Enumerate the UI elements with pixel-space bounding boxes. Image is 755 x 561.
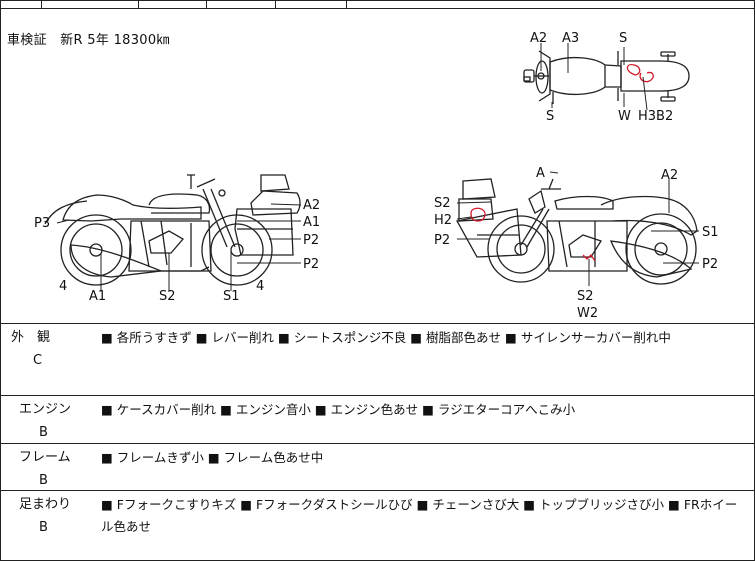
condition-notes: ■ フレームきず小 ■ フレーム色あせ中 — [101, 450, 324, 465]
label-top-a2: A2 — [530, 31, 547, 46]
label-left-a2: A2 — [303, 198, 320, 213]
header-row-stub — [1, 1, 754, 9]
condition-notes: ■ ケースカバー削れ ■ エンジン音小 ■ エンジン色あせ ■ ラジエターコアへ… — [101, 402, 576, 417]
label-left-a1-bottom: A1 — [89, 289, 106, 304]
top-view-damage-mark — [626, 63, 654, 83]
motorcycle-diagram: A2 A3 S S W H3B2 P3 A2 A1 P2 P2 4 A1 S2 … — [34, 31, 719, 321]
label-left-s2: S2 — [159, 289, 176, 304]
row-label-frame: フレーム B — [19, 446, 99, 492]
label-left-p2-upper: P2 — [303, 233, 319, 248]
damage-diagram-area: 車検証 新R 5年 18300㎞ — [1, 9, 754, 324]
label-left-s1: S1 — [223, 289, 240, 304]
label-top-s-upper: S — [619, 31, 627, 46]
label-top-w: W — [618, 109, 631, 124]
label-left-a1: A1 — [303, 215, 320, 230]
label-right-s2-bottom: S2 — [577, 289, 594, 304]
right-side-damage-marks — [470, 207, 596, 262]
label-right-a: A — [536, 166, 545, 181]
label-right-h2: H2 — [434, 213, 452, 228]
label-top-s-lower: S — [546, 109, 554, 124]
label-top-a3: A3 — [562, 31, 579, 46]
condition-row-engine: エンジン B ■ ケースカバー削れ ■ エンジン音小 ■ エンジン色あせ ■ ラ… — [1, 396, 754, 444]
category-name: フレーム — [19, 450, 71, 465]
label-left-p3: P3 — [34, 216, 50, 231]
row-label-engine: エンジン B — [19, 398, 99, 444]
condition-notes: ■ 各所うすきず ■ レバー削れ ■ シートスポンジ不良 ■ 樹脂部色あせ ■ … — [101, 330, 671, 345]
label-left-4-front: 4 — [59, 279, 67, 294]
left-side-leaders — [56, 203, 302, 291]
grade-value: C — [33, 353, 43, 368]
label-top-h3b2: H3B2 — [638, 109, 673, 124]
top-view-leaders — [540, 43, 648, 111]
category-name: エンジン — [19, 402, 72, 417]
condition-notes: ■ Fフォークこすりキズ ■ Fフォークダストシールひび ■ チェーンさび大 ■… — [101, 497, 738, 534]
grade-value: B — [39, 425, 48, 440]
grade-value: B — [39, 520, 48, 535]
label-right-s2: S2 — [434, 196, 451, 211]
row-label-suspension: 足まわり B — [19, 493, 99, 539]
condition-row-suspension: 足まわり B ■ Fフォークこすりキズ ■ Fフォークダストシールひび ■ チェ… — [1, 491, 754, 560]
label-right-a2: A2 — [661, 168, 678, 183]
category-name: 外 観 — [11, 330, 51, 345]
condition-row-frame: フレーム B ■ フレームきず小 ■ フレーム色あせ中 — [1, 444, 754, 491]
label-right-p2: P2 — [434, 233, 450, 248]
category-name: 足まわり — [19, 497, 72, 512]
grade-value: B — [39, 473, 48, 488]
label-right-s1: S1 — [702, 225, 719, 240]
label-left-4-rear: 4 — [256, 279, 264, 294]
right-side-leaders — [456, 171, 699, 286]
label-right-p2-rear: P2 — [702, 257, 718, 272]
condition-row-exterior: 外 観 C ■ 各所うすきず ■ レバー削れ ■ シートスポンジ不良 ■ 樹脂部… — [1, 324, 754, 396]
label-left-p2-lower: P2 — [303, 257, 319, 272]
top-view-motorcycle — [523, 50, 690, 104]
label-right-w2: W2 — [577, 306, 598, 321]
registration-info: 車検証 新R 5年 18300㎞ — [7, 33, 170, 48]
left-side-motorcycle — [44, 174, 301, 286]
right-side-motorcycle — [455, 178, 698, 285]
row-label-exterior: 外 観 C — [11, 326, 91, 372]
